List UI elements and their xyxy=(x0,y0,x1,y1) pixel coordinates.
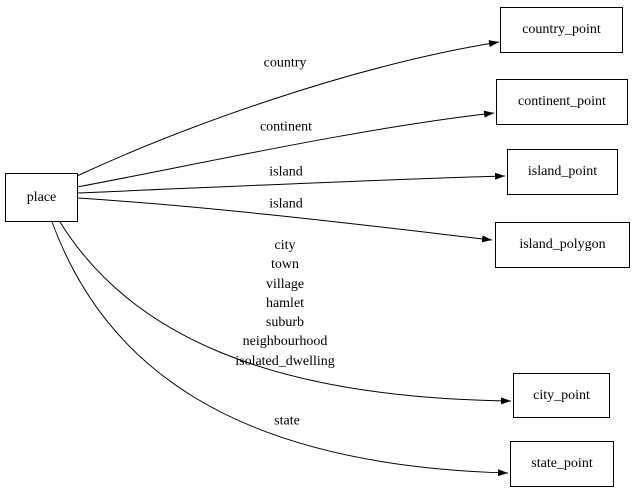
node-city-point-label: city_point xyxy=(533,387,590,403)
node-state-point-label: state_point xyxy=(531,456,593,471)
edge-place-state-point xyxy=(51,221,509,477)
edge-label-isolated-dwelling: isolated_dwelling xyxy=(235,353,335,369)
node-country-point-label: country_point xyxy=(522,22,601,37)
edge-place-country-point xyxy=(76,40,500,177)
node-city-point: city_point xyxy=(513,373,610,418)
node-island-point-label: island_point xyxy=(527,164,598,179)
node-island-polygon: island_polygon xyxy=(495,222,630,268)
edge-place-city-point xyxy=(59,221,512,405)
edge-label-island-polygon: island xyxy=(269,196,303,212)
edge-place-island-point xyxy=(76,172,506,194)
edge-label-island-point: island xyxy=(269,164,303,180)
node-place-label: place xyxy=(26,189,57,205)
edge-label-country: country xyxy=(263,55,307,71)
node-island-polygon-label: island_polygon xyxy=(519,237,606,252)
edge-label-village: village xyxy=(265,276,305,292)
node-island-point: island_point xyxy=(507,149,618,195)
node-state-point: state_point xyxy=(510,441,614,487)
edge-label-neighbourhood: neighbourhood xyxy=(242,334,328,350)
edge-label-city-group: city town village hamlet suburb neighbou… xyxy=(235,236,335,371)
node-continent-point-label: continent_point xyxy=(518,94,606,109)
edge-label-continent: continent xyxy=(259,119,313,135)
node-place: place xyxy=(5,173,78,222)
edge-label-suburb: suburb xyxy=(265,315,305,331)
node-continent-point: continent_point xyxy=(496,79,628,125)
edge-label-state: state xyxy=(274,413,300,429)
edge-place-continent-point xyxy=(76,110,495,188)
edge-place-island-polygon xyxy=(76,197,493,243)
node-country-point: country_point xyxy=(500,7,623,53)
edge-label-town: town xyxy=(270,257,299,273)
edge-label-city: city xyxy=(274,238,296,253)
edge-label-hamlet: hamlet xyxy=(265,295,305,311)
